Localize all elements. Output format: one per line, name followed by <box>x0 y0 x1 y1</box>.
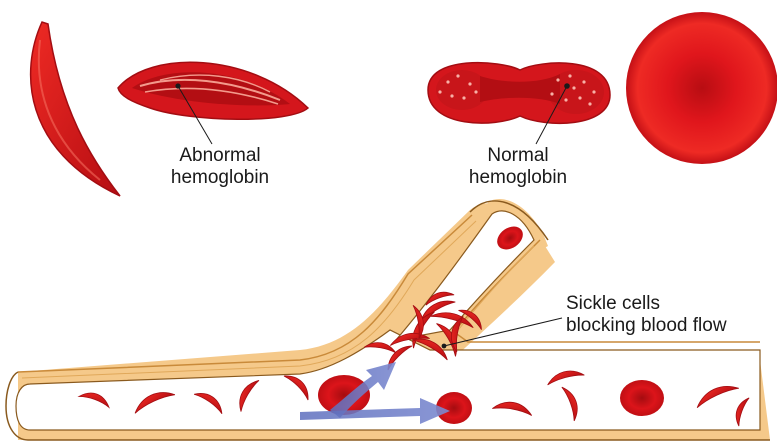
hemoglobin-dot <box>582 80 585 83</box>
hemoglobin-dot <box>588 102 591 105</box>
abnormal-label-line1: Abnormal <box>150 145 290 167</box>
hemoglobin-dot <box>564 98 567 101</box>
hemoglobin-dot <box>450 94 453 97</box>
hemoglobin-dot <box>572 86 575 89</box>
normal-label-line2: hemoglobin <box>448 167 588 189</box>
hemoglobin-dot <box>462 96 465 99</box>
sickle-cell-large <box>31 22 120 196</box>
abnormal-label-line2: hemoglobin <box>150 167 290 189</box>
hemoglobin-dot <box>468 82 471 85</box>
hemoglobin-dot <box>438 90 441 93</box>
hemoglobin-dot <box>568 74 571 77</box>
normal-hemoglobin-cell <box>428 63 610 124</box>
round-red-blood-cell <box>626 12 777 164</box>
hemoglobin-dot <box>550 92 553 95</box>
hemoglobin-dot <box>474 90 477 93</box>
hemoglobin-dot <box>578 96 581 99</box>
hemoglobin-dot <box>456 74 459 77</box>
hemoglobin-dot <box>556 78 559 81</box>
sickle-label-line1: Sickle cells <box>566 293 776 315</box>
abnormal-hemoglobin-cell <box>118 62 308 119</box>
sickle-cells-label: Sickle cells blocking blood flow <box>566 293 776 337</box>
normal-label-line1: Normal <box>448 145 588 167</box>
hemoglobin-dot <box>592 90 595 93</box>
normal-hemoglobin-label: Normal hemoglobin <box>448 145 588 189</box>
hemoglobin-dot <box>446 80 449 83</box>
abnormal-hemoglobin-label: Abnormal hemoglobin <box>150 145 290 189</box>
sickle-label-line2: blocking blood flow <box>566 315 776 337</box>
